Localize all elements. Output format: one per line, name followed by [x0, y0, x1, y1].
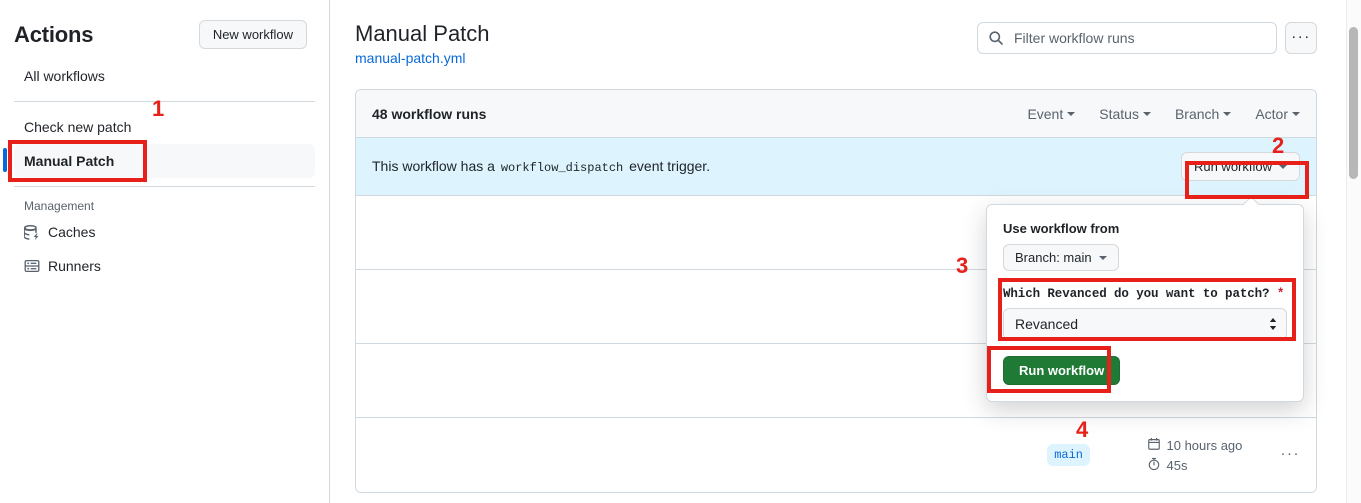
row-more-options-button[interactable]: ··· [1280, 444, 1300, 462]
run-date-text: 10 hours ago [1166, 437, 1243, 453]
filter-branch[interactable]: Branch [1174, 105, 1232, 122]
runs-panel-header: 48 workflow runs Event Status Branch [356, 90, 1316, 138]
page-scrollbar-thumb[interactable] [1349, 27, 1358, 179]
sidebar-all-workflows-group: All workflows [0, 59, 329, 93]
table-row[interactable]: main [356, 418, 1316, 492]
filter-label: Status [1099, 105, 1139, 122]
sidebar-divider-1 [14, 101, 315, 102]
filter-label: Branch [1174, 105, 1220, 122]
sidebar-workflow-list: Check new patch Manual Patch [0, 110, 329, 178]
sidebar-item-all-workflows[interactable]: All workflows [14, 59, 315, 93]
patch-input-label: Which Revanced do you want to patch? * [1003, 287, 1287, 301]
run-row-branch: main [840, 444, 1090, 466]
sidebar-section-management-label: Management [24, 199, 95, 213]
filter-actor[interactable]: Actor [1255, 106, 1300, 122]
filter-label: Event [1027, 105, 1064, 122]
sidebar-management-list: Caches Runners [0, 215, 329, 283]
stopwatch-icon [1147, 457, 1161, 474]
search-box[interactable] [977, 22, 1277, 54]
chevron-down-icon [1223, 111, 1232, 116]
server-runners-icon [24, 258, 40, 274]
run-row-meta: 10 hours ago [1090, 437, 1300, 474]
chevron-down-icon [1067, 111, 1076, 116]
chevron-down-icon [1098, 255, 1107, 260]
revanced-select[interactable]: Revanced [1003, 308, 1287, 340]
required-marker: * [1276, 287, 1285, 301]
page-title: Manual Patch [355, 21, 490, 46]
branch-select-label: Branch: main [1015, 250, 1092, 265]
sidebar-divider-2 [14, 186, 315, 187]
main-header: Manual Patch manual-patch.yml ··· [355, 16, 1317, 68]
chevron-down-icon [1279, 164, 1287, 169]
patch-input-label-text: Which Revanced do you want to patch? [1003, 287, 1270, 301]
dispatch-text-before: This workflow has a [372, 158, 499, 174]
sidebar-item-caches[interactable]: Caches [14, 215, 315, 249]
filter-status[interactable]: Status [1099, 106, 1151, 122]
dispatch-text-after: event trigger. [625, 158, 711, 174]
run-workflow-dropdown-button[interactable]: Run workflow [1180, 152, 1300, 181]
search-input[interactable] [1012, 29, 1266, 47]
sidebar-item-label: Check new patch [24, 119, 132, 135]
sidebar-title: Actions [14, 21, 94, 47]
search-icon [988, 30, 1004, 46]
run-workflow-button-label: Run workflow [1193, 159, 1272, 174]
chevron-down-icon [1292, 111, 1300, 116]
sidebar-item-runners[interactable]: Runners [14, 249, 315, 283]
branch-badge[interactable]: main [1047, 444, 1090, 466]
workflow-file-link[interactable]: manual-patch.yml [355, 50, 466, 66]
run-workflow-popover: Use workflow from Branch: main Which Rev… [986, 204, 1304, 402]
filters-group: Event Status Branch Actor [1027, 106, 1300, 122]
calendar-icon [1147, 437, 1161, 454]
sidebar-item-label: Caches [48, 224, 96, 240]
filter-event[interactable]: Event [1027, 105, 1076, 122]
chevron-down-icon [1142, 111, 1151, 116]
header-actions: ··· [977, 16, 1317, 54]
sidebar-item-check-new-patch[interactable]: Check new patch [14, 110, 315, 144]
revanced-select-wrapper: Revanced [1003, 308, 1287, 340]
branch-select-button[interactable]: Branch: main [1003, 244, 1119, 271]
dispatch-banner-text: This workflow has a workflow_dispatch ev… [372, 158, 710, 175]
database-cache-icon [24, 224, 40, 240]
workflow-dispatch-banner: This workflow has a workflow_dispatch ev… [356, 138, 1316, 196]
popover-arrow [1243, 196, 1259, 206]
sidebar-item-manual-patch[interactable]: Manual Patch [3, 144, 315, 178]
sidebar-header: Actions New workflow [0, 0, 329, 59]
dispatch-event-code: workflow_dispatch [500, 161, 624, 175]
sidebar-item-label: Runners [48, 258, 101, 274]
submit-run-workflow-button[interactable]: Run workflow [1003, 356, 1121, 385]
sidebar-item-label: Manual Patch [24, 153, 115, 169]
filter-label: Actor [1255, 105, 1288, 122]
run-duration: 45s [1147, 457, 1267, 474]
run-date: 10 hours ago [1147, 437, 1267, 454]
sidebar: Actions New workflow All workflows Check… [0, 0, 330, 503]
revanced-select-value: Revanced [1015, 316, 1079, 332]
workflow-runs-count: 48 workflow runs [372, 105, 487, 122]
more-options-button[interactable]: ··· [1285, 22, 1317, 54]
sidebar-item-label: All workflows [24, 68, 105, 84]
page-heading-group: Manual Patch manual-patch.yml [355, 16, 490, 68]
run-duration-text: 45s [1166, 457, 1188, 473]
run-meta-stack: 10 hours ago [1147, 437, 1267, 474]
use-workflow-from-label: Use workflow from [1003, 221, 1120, 236]
new-workflow-button[interactable]: New workflow [198, 20, 307, 49]
